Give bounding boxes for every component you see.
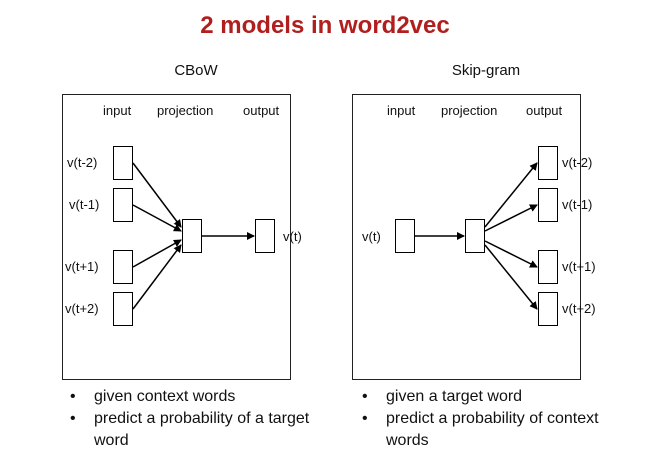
- cbow-arrow-in-1: [132, 162, 182, 228]
- skipgram-output-box-2: [538, 188, 558, 222]
- cbow-arrow-in-2: [132, 204, 182, 232]
- skipgram-arrows: [415, 162, 538, 310]
- cbow-output-box: [255, 219, 275, 253]
- skipgram-projection-header: projection: [441, 103, 498, 118]
- skipgram-title: Skip-gram: [451, 62, 521, 79]
- skipgram-output-label-4: v(t+2): [562, 301, 596, 316]
- cbow-bullet-1: given context words: [64, 386, 324, 408]
- cbow-input-box-1: [113, 146, 133, 180]
- page-title: 2 models in word2vec: [200, 12, 450, 39]
- cbow-input-box-3: [113, 250, 133, 284]
- skipgram-output-box-3: [538, 250, 558, 284]
- cbow-output-label: v(t): [283, 229, 302, 244]
- skipgram-arrow-out-2: [484, 204, 538, 232]
- skipgram-projection-box: [465, 219, 485, 253]
- cbow-input-header: input: [103, 103, 132, 118]
- skipgram-output-label-3: v(t+1): [562, 259, 596, 274]
- cbow-input-label-2: v(t-1): [69, 197, 100, 212]
- cbow-projection-box: [182, 219, 202, 253]
- skipgram-input-box: [395, 219, 415, 253]
- skipgram-output-box-4: [538, 292, 558, 326]
- cbow-bullet-2: predict a probability of a target word: [64, 408, 324, 452]
- cbow-diagram-panel: input projection output v(t-2) v(t-1) v(…: [62, 94, 302, 380]
- skipgram-input-header: input: [387, 103, 416, 118]
- cbow-arrow-in-4: [132, 244, 182, 310]
- cbow-output-header: output: [243, 103, 280, 118]
- cbow-bullet-list: given context words predict a probabilit…: [64, 386, 324, 452]
- skipgram-arrow-out-1: [484, 162, 538, 228]
- skipgram-output-header: output: [526, 103, 563, 118]
- cbow-input-label-4: v(t+2): [65, 301, 99, 316]
- skipgram-output-label-2: v(t-1): [562, 197, 593, 212]
- cbow-input-label-3: v(t+1): [65, 259, 99, 274]
- cbow-arrows: [132, 162, 255, 310]
- cbow-input-label-1: v(t-2): [67, 155, 98, 170]
- cbow-input-box-2: [113, 188, 133, 222]
- skipgram-bullet-2: predict a probability of context words: [356, 408, 616, 452]
- skipgram-arrow-out-4: [484, 244, 538, 310]
- cbow-title: CBoW: [174, 62, 218, 79]
- cbow-projection-header: projection: [157, 103, 214, 118]
- skipgram-arrow-out-3: [484, 240, 538, 268]
- skipgram-bullet-1: given a target word: [356, 386, 616, 408]
- skipgram-output-label-1: v(t-2): [562, 155, 593, 170]
- skipgram-bullet-list: given a target word predict a probabilit…: [356, 386, 616, 452]
- skipgram-output-box-1: [538, 146, 558, 180]
- cbow-input-box-4: [113, 292, 133, 326]
- skipgram-input-label: v(t): [362, 229, 381, 244]
- cbow-arrow-in-3: [132, 239, 182, 268]
- skipgram-diagram-panel: input projection output v(t) v(t-2) v(t-…: [352, 94, 596, 380]
